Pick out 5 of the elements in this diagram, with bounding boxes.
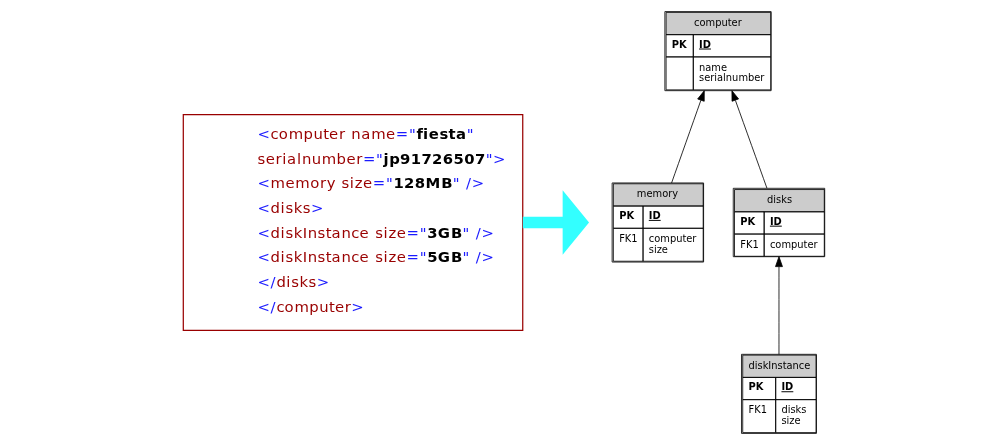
- arrow: [774, 256, 783, 355]
- arrow: [522, 190, 589, 255]
- arrow: [670, 90, 705, 184]
- arrow: [731, 90, 767, 189]
- node-box: <computer name="fiesta" serialnumber="jp91726507"> <memory size="128MB" /> <disks> <diskInstance size="3GB" /> <diskInstance size="5GB" /> </disks> </computer>: [182, 113, 523, 332]
